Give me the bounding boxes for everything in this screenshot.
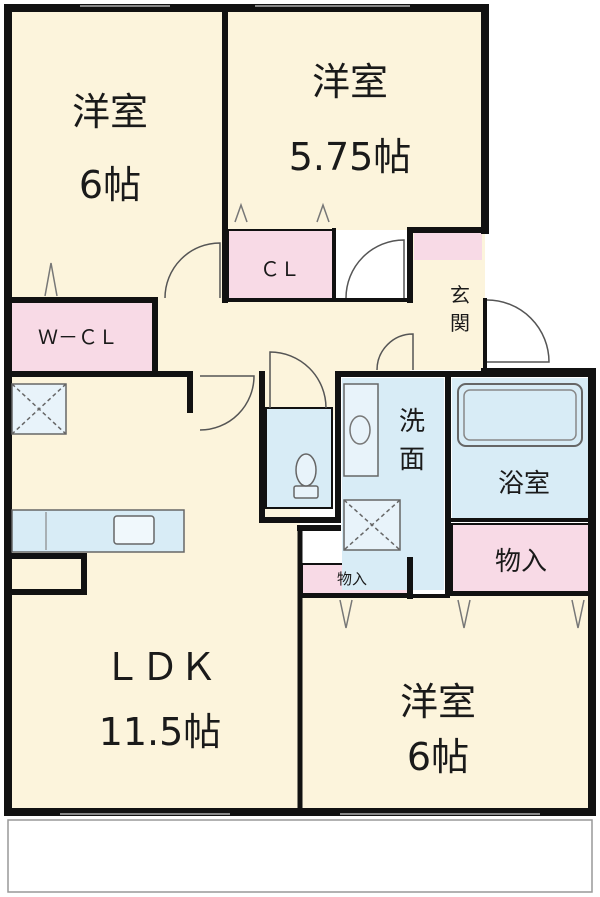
entrance-step xyxy=(414,232,482,260)
refrigerator-space xyxy=(11,383,67,435)
entrance-label-bottom: 関 xyxy=(450,311,470,335)
walk-in-closet-label: Ｗ－ＣＬ xyxy=(38,325,118,349)
closet-door-marks xyxy=(44,202,585,629)
wash-basin xyxy=(343,383,379,477)
basin-bowl xyxy=(349,415,371,445)
bathroom-label: 浴室 xyxy=(498,469,550,499)
entrance-label-top: 玄 xyxy=(450,283,470,307)
room-size-ldk: 11.5帖 xyxy=(99,710,222,754)
room-label-western-se: 洋室 xyxy=(400,680,476,724)
room-size-western-nw: 6帖 xyxy=(79,163,141,207)
floor-areas xyxy=(8,8,592,812)
room-labels: 洋室 6帖 洋室 5.75帖 ＣＬ Ｗ－ＣＬ 玄 関 洗 面 浴室 物入 物入 … xyxy=(38,60,550,779)
storage-large-label: 物入 xyxy=(495,547,547,577)
washroom-label-top: 洗 xyxy=(399,407,425,437)
room-label-ldk: ＬＤＫ xyxy=(103,645,217,689)
kitchen-counter xyxy=(11,509,185,553)
room-size-western-n: 5.75帖 xyxy=(289,135,412,179)
balcony xyxy=(7,819,593,893)
windows xyxy=(60,5,540,815)
storage-large-floor xyxy=(451,523,591,593)
walls xyxy=(4,4,596,816)
room-floor-western-se xyxy=(300,595,592,812)
washing-machine-space xyxy=(343,499,401,551)
room-size-western-se: 6帖 xyxy=(407,735,469,779)
bathtub-inner xyxy=(463,389,577,441)
room-label-western-n: 洋室 xyxy=(312,60,388,104)
room-floor-western-nw xyxy=(8,8,223,300)
door-swings xyxy=(164,239,550,431)
toilet xyxy=(293,453,319,499)
bathtub xyxy=(457,383,583,447)
washroom-label-bottom: 面 xyxy=(399,445,425,475)
room-label-western-nw: 洋室 xyxy=(72,90,148,134)
closet-label: ＣＬ xyxy=(260,257,300,281)
room-floor-western-n xyxy=(227,8,485,230)
storage-small-label: 物入 xyxy=(337,570,367,588)
kitchen-sink xyxy=(113,515,155,545)
